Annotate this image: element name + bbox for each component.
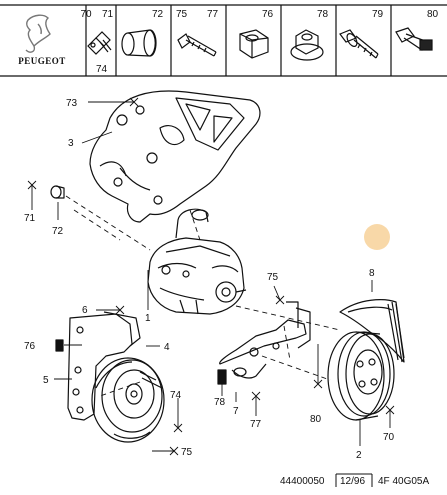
callout-7: 7 (233, 406, 239, 417)
header-label-76: 76 (262, 9, 274, 20)
header-label-80: 80 (427, 9, 439, 20)
tension-bracket-7-drawing (219, 301, 311, 379)
sleeve-72-icon (121, 29, 157, 57)
header-label-74: 74 (96, 64, 108, 75)
header-label-78: 78 (317, 9, 329, 20)
pulley-assembly-4-drawing (67, 311, 165, 443)
flange-nut-78-icon (290, 29, 324, 61)
clip-78-part (217, 369, 227, 385)
brand-name: PEUGEOT (18, 56, 66, 66)
header-label-72: 72 (152, 9, 164, 20)
callout-80: 80 (310, 414, 322, 425)
header-label-71: 71 (102, 9, 114, 20)
callout-6: 6 (82, 305, 88, 316)
callout-74: 74 (170, 390, 182, 401)
bracket-3-drawing (89, 90, 261, 223)
callout-1: 1 (145, 313, 151, 324)
callout-5: 5 (43, 375, 49, 386)
header-label-79: 79 (372, 9, 384, 20)
nut-76-icon (239, 29, 269, 59)
callout-75: 75 (267, 272, 279, 283)
callout-71: 71 (24, 213, 36, 224)
callout-3: 3 (68, 138, 74, 149)
callout-72: 72 (52, 226, 64, 237)
peugeot-logo: PEUGEOT (2, 7, 80, 74)
callout-2: 2 (356, 450, 362, 461)
clip-76-part (55, 339, 64, 352)
callout-76: 76 (24, 341, 36, 352)
callout-8: 8 (369, 268, 375, 279)
callout-77: 77 (250, 419, 262, 430)
footer-code: 4F 40G05A (378, 476, 429, 487)
header-label-77: 77 (207, 9, 219, 20)
header-label-75: 75 (176, 9, 188, 20)
header-strip (0, 4, 447, 77)
callout-4: 4 (164, 342, 170, 353)
callout-73: 73 (66, 98, 78, 109)
flange-bolt-79-icon (339, 29, 379, 59)
callout-78: 78 (214, 397, 226, 408)
footer-ref: 44400050 (280, 476, 325, 487)
sleeve-72-part (50, 185, 65, 199)
footer-date: 12/96 (340, 476, 365, 487)
pulley-2-drawing (327, 331, 395, 421)
stud-80-icon (395, 27, 433, 51)
highlight-dot (364, 224, 390, 250)
callout-75b: 75 (181, 447, 193, 458)
bolt-71-icon (87, 31, 112, 55)
bolt-75-icon (177, 33, 217, 57)
belt-8-drawing (339, 299, 405, 363)
header-label-70: 70 (80, 9, 92, 20)
pump-1-drawing (147, 208, 247, 315)
callout-70: 70 (383, 432, 395, 443)
